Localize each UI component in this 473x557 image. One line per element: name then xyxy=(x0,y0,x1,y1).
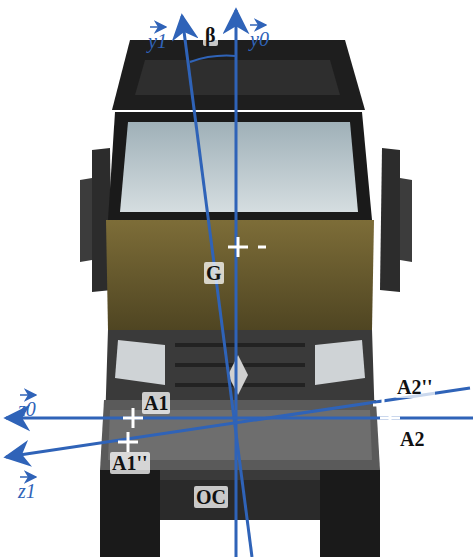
axis-name: y1 xyxy=(148,30,167,52)
axis-name: y0 xyxy=(250,28,269,50)
axis-name: z0 xyxy=(18,398,36,420)
origin-name: OC xyxy=(194,486,228,508)
angle-symbol: β xyxy=(203,24,218,46)
axis-name: z1 xyxy=(18,480,36,502)
point-name: A1 xyxy=(142,392,170,414)
point-name: A1'' xyxy=(110,452,150,474)
point-name: A2'' xyxy=(395,376,435,398)
point-name: A2 xyxy=(398,428,426,450)
point-name: G xyxy=(204,262,224,284)
